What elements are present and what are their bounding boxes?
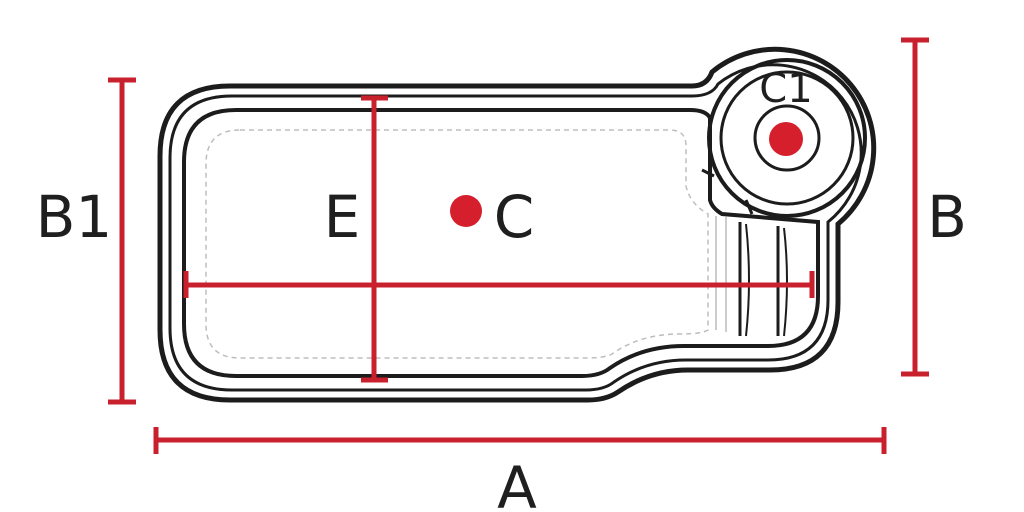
pool-outline	[157, 46, 877, 403]
label-b: B	[927, 183, 967, 251]
label-b1: B1	[36, 183, 113, 251]
marker-c1	[769, 122, 803, 156]
marker-c	[450, 195, 482, 227]
dimension-a	[153, 427, 887, 454]
dimension-e	[361, 95, 388, 383]
label-c1: C1	[759, 66, 812, 112]
dimension-b	[901, 37, 929, 377]
dimension-inner-length	[183, 271, 815, 298]
dimension-b1	[108, 77, 136, 405]
label-a: A	[497, 454, 537, 512]
label-e: E	[324, 183, 361, 251]
label-c: C	[494, 183, 535, 251]
